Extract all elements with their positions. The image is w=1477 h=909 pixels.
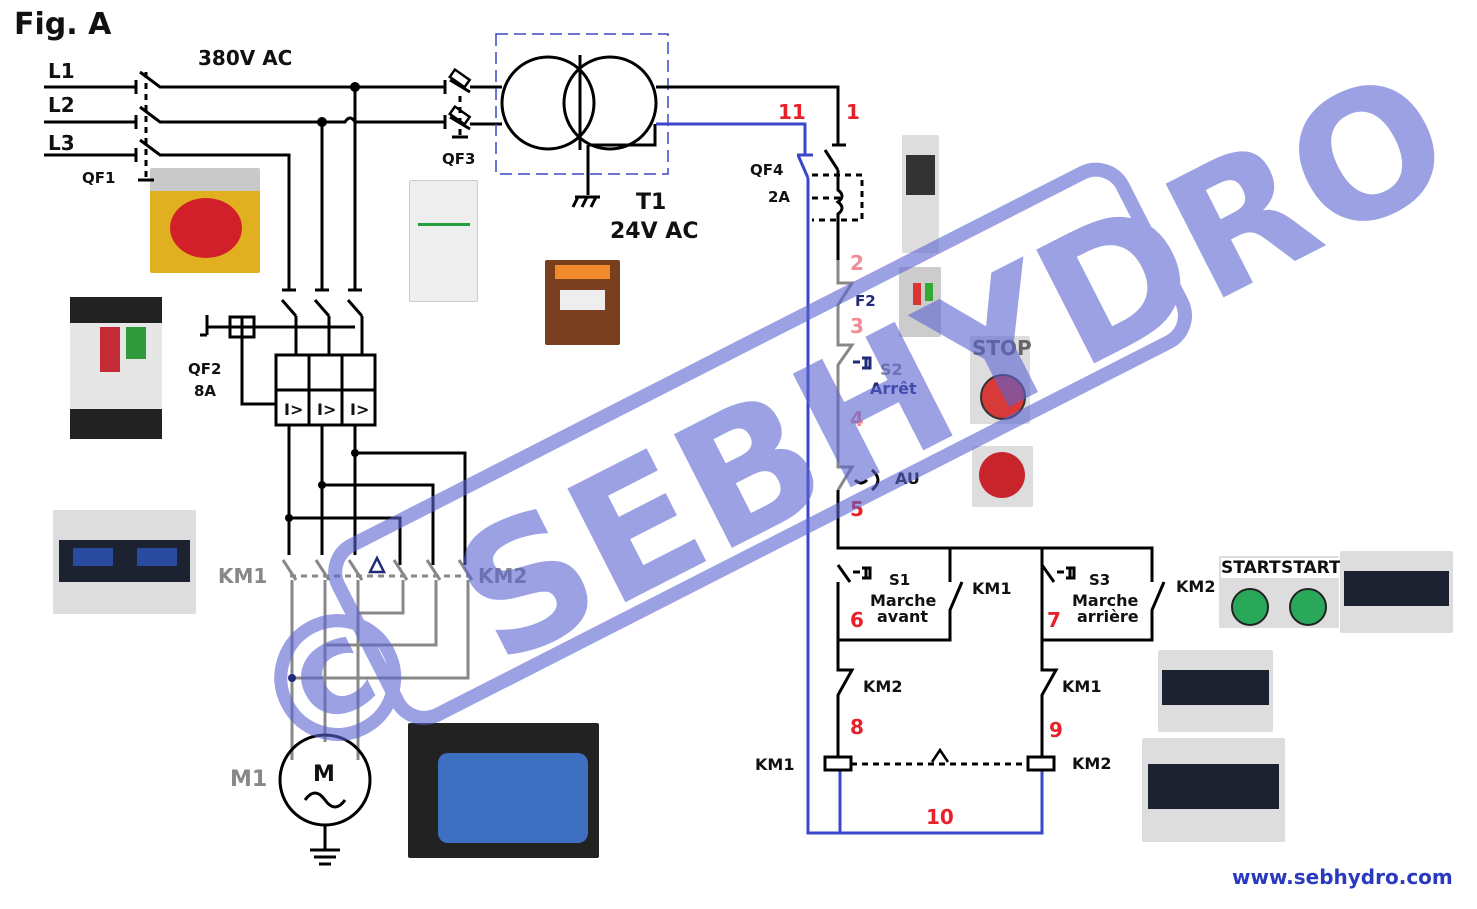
website-link[interactable]: www.sebhydro.com <box>1232 865 1453 889</box>
contactor-photo-left <box>53 510 196 614</box>
contactor-photo-right-1 <box>1340 551 1453 633</box>
phase-l1: L1 <box>48 59 75 83</box>
qf1-label: QF1 <box>82 169 115 187</box>
f2-label: F2 <box>855 292 876 310</box>
wire-number-3: 3 <box>850 314 864 338</box>
figure-title: Fig. A <box>14 7 112 42</box>
s1-text-1: Marche <box>870 591 936 610</box>
qf2-label: QF2 <box>188 360 221 378</box>
motor-photo <box>408 723 599 858</box>
motor-breaker-photo <box>70 297 162 439</box>
wire-number-1: 1 <box>846 100 860 124</box>
contactor-photo-right-2 <box>1158 650 1273 732</box>
fuse-holder-photo <box>409 180 478 302</box>
qf3-label: QF3 <box>442 150 475 168</box>
qf4-label: QF4 <box>750 161 783 179</box>
s3-text-2: arrière <box>1077 607 1139 626</box>
control-circuit <box>796 143 1166 835</box>
km2-power-label: KM2 <box>478 564 527 588</box>
wire-number-7: 7 <box>1047 608 1061 632</box>
t1-label: T1 <box>636 190 666 215</box>
watermark: © SEBHYDRO <box>215 33 1477 812</box>
wire-number-2: 2 <box>850 251 864 275</box>
km2-hold-label: KM2 <box>1176 577 1215 596</box>
stop-photo-label: STOP <box>972 336 1032 360</box>
mcb-photo <box>902 135 939 253</box>
qf2-breaker: I> I> I> <box>200 288 377 555</box>
wire-number-8: 8 <box>850 715 864 739</box>
wire-number-6: 6 <box>850 608 864 632</box>
qf3-fuses <box>448 67 502 139</box>
rotary-switch-photo <box>150 168 260 273</box>
wire-number-4: 4 <box>850 407 864 431</box>
s3-text-1: Marche <box>1072 591 1138 610</box>
wire-number-10: 10 <box>926 805 954 829</box>
contactor-photo-right-3 <box>1142 738 1285 842</box>
km1-interlock-label: KM1 <box>1062 677 1101 696</box>
qf2-trip-3: I> <box>350 400 369 419</box>
qf2-trip-1: I> <box>284 400 303 419</box>
transformer-t1 <box>495 33 840 208</box>
qf4-rating: 2A <box>768 188 790 206</box>
wire-number-9: 9 <box>1049 718 1063 742</box>
qf2-rating: 8A <box>194 382 216 400</box>
s3-label: S3 <box>1089 571 1110 589</box>
transformer-photo <box>545 260 620 345</box>
s2-text: Arrêt <box>870 379 917 398</box>
km1-power-label: KM1 <box>218 564 267 588</box>
start-photo-label-1: START <box>1221 558 1281 578</box>
phase-lines: L1 L2 L3 <box>44 59 447 290</box>
overload-relay-photo <box>899 267 941 337</box>
s1-text-2: avant <box>877 607 928 626</box>
motor-label: M1 <box>230 767 267 792</box>
supply-label: 380V AC <box>198 46 292 70</box>
phase-l2: L2 <box>48 93 75 117</box>
wire-number-11: 11 <box>778 100 806 124</box>
stop-button-photo: STOP <box>970 336 1032 424</box>
s1-label: S1 <box>889 571 910 589</box>
motor-m1 <box>278 733 372 866</box>
watermark-text: © SEBHYDRO <box>215 33 1477 812</box>
km1-hold-label: KM1 <box>972 579 1011 598</box>
start-photo-label-2: START <box>1281 558 1341 578</box>
km1-coil-label: KM1 <box>755 755 794 774</box>
start-buttons-photo: START START <box>1219 556 1341 628</box>
phase-l3: L3 <box>48 131 75 155</box>
km2-interlock-label: KM2 <box>863 677 902 696</box>
motor-symbol: M <box>313 762 335 787</box>
t1-voltage: 24V AC <box>610 219 698 244</box>
km2-coil-label: KM2 <box>1072 754 1111 773</box>
s2-label: S2 <box>880 360 903 379</box>
emergency-stop-photo <box>972 446 1033 507</box>
qf2-trip-2: I> <box>317 400 336 419</box>
